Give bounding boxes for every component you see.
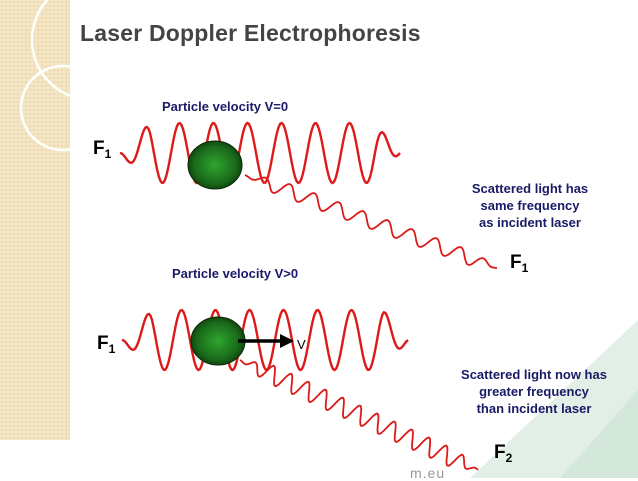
velocity-arrow-label: V [297, 337, 306, 352]
top-scattered-frequency-label: F1 [510, 252, 528, 275]
watermark-text: m.eu [410, 465, 446, 481]
top-incident-frequency-label: F1 [93, 138, 111, 161]
bottom-note-line: greater frequency [479, 384, 589, 399]
bottom-note-line: than incident laser [476, 401, 592, 416]
top-scattered-wave [244, 174, 498, 269]
bottom-velocity-label: Particle velocity V>0 [172, 266, 299, 281]
bottom-scattered-frequency-label: F2 [494, 442, 512, 465]
decorative-left-band [0, 0, 70, 478]
velocity-arrow-head [280, 334, 294, 348]
bottom-scattered-f: F [494, 442, 506, 463]
bottom-scattered-wave [239, 359, 479, 471]
top-note: Scattered light has same frequency as in… [455, 180, 605, 231]
decorative-ring-small [19, 64, 107, 152]
top-scattered-f: F [510, 252, 522, 273]
bottom-incident-frequency-label: F1 [97, 333, 115, 356]
top-incident-f: F [93, 138, 105, 159]
bottom-note: Scattered light now has greater frequenc… [450, 366, 618, 417]
bottom-scattered-f-sub: 2 [505, 451, 513, 465]
bottom-note-line: Scattered light now has [461, 367, 607, 382]
bottom-incident-wave [121, 308, 409, 372]
top-note-line: Scattered light has [471, 181, 589, 196]
bottom-incident-f-sub: 1 [108, 342, 116, 356]
top-incident-wave [119, 121, 401, 185]
decorative-ring-large [30, 0, 154, 102]
top-particle [187, 140, 243, 190]
bottom-particle [190, 316, 246, 366]
top-note-line: same frequency [480, 198, 580, 213]
bottom-incident-f: F [97, 333, 109, 354]
slide-title: Laser Doppler Electrophoresis [80, 20, 421, 46]
top-velocity-label: Particle velocity V=0 [162, 99, 289, 114]
top-note-line: as incident laser [479, 215, 581, 230]
left-band-bottom-gap [0, 440, 70, 478]
top-scattered-f-sub: 1 [521, 261, 529, 275]
top-incident-f-sub: 1 [104, 147, 112, 161]
decorative-corner-small [560, 390, 638, 478]
